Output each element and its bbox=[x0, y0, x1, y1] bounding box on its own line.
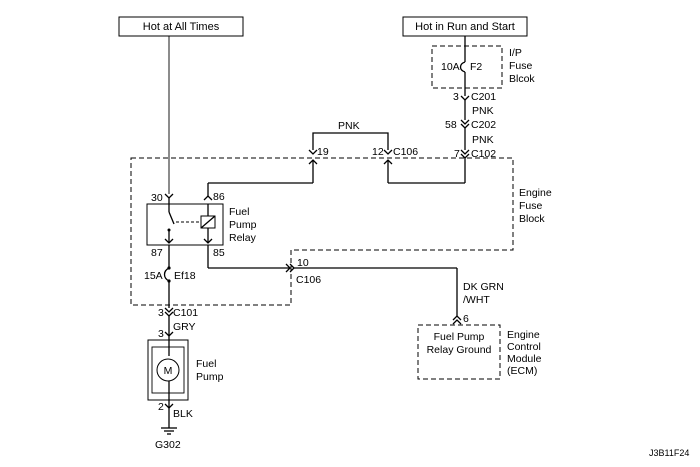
fuel-pump-label-1: Fuel bbox=[196, 358, 216, 370]
c106-top-label: C106 bbox=[393, 146, 418, 158]
c102-pin: 7 bbox=[454, 148, 460, 160]
c202-pin: 58 bbox=[445, 119, 457, 131]
ecm-relay-ground-1: Fuel Pump bbox=[434, 331, 485, 343]
c201-label: C201 bbox=[471, 91, 496, 103]
c106-pin12: 12 bbox=[372, 146, 384, 158]
fuse-f2-id: F2 bbox=[470, 61, 482, 73]
fuel-pump: M Fuel Pump bbox=[147, 336, 224, 401]
svg-text:Fuse: Fuse bbox=[519, 200, 543, 212]
hot-at-all-times-box: Hot at All Times bbox=[118, 16, 244, 37]
connector-c201: 3 C201 bbox=[453, 88, 496, 103]
motor-symbol: M bbox=[164, 365, 173, 377]
engine-fuse-block-title: Engine Fuse Block bbox=[519, 187, 552, 225]
c106-pin19: 19 bbox=[317, 146, 329, 158]
gry-label: GRY bbox=[173, 321, 196, 333]
ip-fuse-block-title-1: I/P bbox=[509, 47, 522, 59]
fuel-pump-relay: 30 Fuel Pump Relay bbox=[146, 192, 257, 246]
relay-pin85: 85 bbox=[213, 247, 225, 259]
ecm-title-2: Control bbox=[507, 341, 541, 353]
hot-in-run-start-box: Hot in Run and Start bbox=[402, 16, 528, 37]
relay-pin86: 86 bbox=[213, 191, 225, 203]
c201-pin: 3 bbox=[453, 91, 459, 103]
c106-bottom-label: C106 bbox=[296, 274, 321, 286]
relay-pin30: 30 bbox=[151, 192, 163, 204]
ip-fuse-block: 10A F2 I/P Fuse Blcok bbox=[431, 45, 535, 89]
pnk-wire-upper-label: PNK bbox=[472, 105, 494, 117]
hot-in-run-start-label: Hot in Run and Start bbox=[415, 21, 515, 33]
ip-fuse-block-title-2: Fuse bbox=[509, 60, 533, 72]
pnk-wire-mid-label: PNK bbox=[472, 134, 494, 146]
pnk-loop-wire: PNK 19 12 C106 bbox=[308, 120, 418, 158]
svg-text:Engine: Engine bbox=[519, 187, 552, 199]
pnk-loop-label: PNK bbox=[338, 120, 360, 132]
ecm-title-1: Engine bbox=[507, 329, 540, 341]
fuse-f2-rating: 10A bbox=[441, 61, 460, 73]
ecm-title-4: (ECM) bbox=[507, 365, 537, 377]
ground-id: G302 bbox=[155, 439, 181, 451]
pump-pin-bottom: 2 bbox=[158, 401, 164, 413]
c202-label: C202 bbox=[471, 119, 496, 131]
c101-pin: 3 bbox=[158, 307, 164, 319]
ecm-relay-ground-2: Relay Ground bbox=[427, 344, 492, 356]
engine-fuse-block-outline bbox=[130, 157, 514, 306]
fuse-ef18-rating: 15A bbox=[144, 270, 163, 282]
c102-label: C102 bbox=[471, 148, 496, 160]
svg-text:Block: Block bbox=[519, 213, 545, 225]
relay-label-1: Fuel bbox=[229, 206, 249, 218]
blk-label: BLK bbox=[173, 408, 193, 420]
c106-pin10: 10 bbox=[297, 257, 309, 269]
dk-grn-label-1: DK GRN bbox=[463, 281, 504, 293]
ecm-pin6: 6 bbox=[463, 313, 469, 325]
connector-c101: 3 C101 bbox=[158, 307, 198, 319]
c101-label: C101 bbox=[173, 307, 198, 319]
relay-label-2: Pump bbox=[229, 219, 257, 231]
connector-c202: 58 C202 bbox=[445, 119, 496, 131]
dk-grn-label-2: /WHT bbox=[463, 294, 490, 306]
relay-switch-icon bbox=[168, 211, 175, 225]
fuse-ef18-id: Ef18 bbox=[174, 270, 196, 282]
ground-icon bbox=[161, 427, 177, 435]
ecm-title-3: Module bbox=[507, 353, 542, 365]
ecm-module: Fuel Pump Relay Ground Engine Control Mo… bbox=[417, 324, 542, 380]
pump-pin-top: 3 bbox=[158, 328, 164, 340]
relay-label-3: Relay bbox=[229, 232, 257, 244]
ip-fuse-block-title-3: Blcok bbox=[509, 73, 535, 85]
fuse-f2-icon bbox=[459, 61, 466, 73]
fuel-pump-label-2: Pump bbox=[196, 371, 224, 383]
fuse-ef18: 15A Ef18 bbox=[144, 266, 196, 283]
motor-icon bbox=[156, 358, 180, 382]
figure-id: J3B11F24 bbox=[649, 448, 689, 458]
relay-pin87: 87 bbox=[151, 247, 163, 259]
hot-at-all-times-label: Hot at All Times bbox=[143, 21, 220, 33]
fuse-ef18-icon bbox=[163, 267, 170, 282]
